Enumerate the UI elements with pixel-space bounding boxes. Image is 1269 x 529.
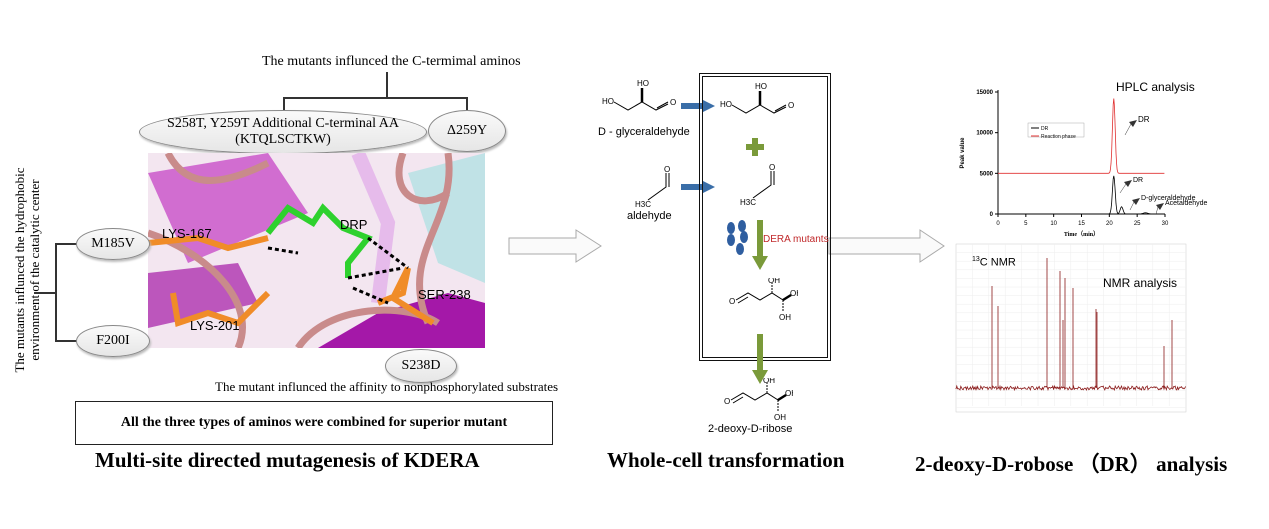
residue-label-lys167: LYS-167: [162, 226, 212, 241]
mutant-label: (KTQLSCTKW): [167, 132, 399, 148]
hydrophobic-caption: The mutants influnced the hydrophobic en…: [12, 135, 42, 405]
annotation-label: DR: [1133, 177, 1143, 184]
nmr-label-text: C NMR: [980, 257, 1016, 269]
deoxyribose-structure: O OH OH OH: [723, 378, 793, 423]
annotation-label: DR: [1138, 115, 1150, 124]
svg-text:OH: OH: [774, 413, 786, 422]
svg-text:HO: HO: [755, 83, 767, 91]
x-tick-label: 20: [1106, 221, 1113, 227]
bracket-line: [283, 97, 468, 99]
caption-line: The mutants influnced the hydrophobic: [12, 135, 27, 405]
nmr-label: 13C NMR: [972, 256, 1016, 269]
enzyme-label: DERA mutants: [763, 234, 829, 245]
annotation-leader: [1125, 124, 1131, 135]
svg-text:O: O: [788, 101, 794, 110]
caption-line: environment of the catalytic center: [27, 135, 42, 405]
c-terminal-caption: The mutants influnced the C-termimal ami…: [262, 54, 521, 70]
svg-text:O: O: [664, 165, 670, 174]
acetaldehyde-structure: O H3C: [630, 165, 680, 210]
nmr-label-superscript: 13: [972, 256, 980, 263]
x-tick-label: 5: [1024, 221, 1028, 227]
series-line-reaction-phase: [998, 99, 1164, 174]
flow-arrow-icon: [828, 228, 946, 264]
annotation-leader: [1130, 202, 1134, 210]
annotation-label: Acetaldehyde: [1165, 200, 1208, 207]
svg-text:O: O: [670, 98, 676, 107]
residue-label-lys201: LYS-201: [190, 318, 240, 333]
d-glyceraldehyde-structure: HO HO O: [600, 80, 680, 120]
y-tick-label: 15000: [976, 90, 993, 96]
section-title-mutagenesis: Multi-site directed mutagenesis of KDERA: [95, 448, 480, 473]
svg-text:HO: HO: [602, 97, 614, 106]
x-tick-label: 0: [996, 221, 1000, 227]
combined-mutant-box: All the three types of aminos were combi…: [75, 401, 553, 445]
svg-text:O: O: [724, 397, 730, 406]
flow-arrow-icon: [508, 228, 603, 264]
residue-label-ser238: SER-238: [418, 287, 471, 302]
y-tick-label: 5000: [980, 171, 994, 177]
mutant-ellipse-s238d: S238D: [385, 349, 457, 383]
y-tick-label: 10000: [976, 131, 993, 137]
svg-text:H3C: H3C: [635, 200, 651, 209]
svg-text:H3C: H3C: [740, 198, 756, 207]
svg-text:OH: OH: [779, 313, 791, 322]
x-tick-label: 15: [1078, 221, 1085, 227]
mutant-ellipse-f200i: F200I: [76, 325, 150, 357]
bracket-line: [55, 340, 77, 342]
legend-entry: DR: [1041, 126, 1049, 132]
ligand-label-drp: DRP: [340, 217, 367, 232]
bracket-line: [55, 243, 57, 341]
acetaldehyde-structure: O H3C: [735, 163, 785, 208]
arrow-down-green-icon: [752, 334, 768, 384]
nmr-title: NMR analysis: [1103, 276, 1177, 290]
annotation-arrow-icon: [1124, 180, 1132, 187]
plus-icon: [746, 138, 764, 156]
substrate-label-glyceraldehyde: D - glyceraldehyde: [598, 126, 690, 138]
mutant-ellipse-s258t-y259t: S258T, Y259T Additional C-terminal AA(KT…: [139, 110, 427, 154]
product-label: 2-deoxy-D-ribose: [708, 423, 792, 435]
svg-text:O: O: [769, 163, 775, 172]
svg-text:OH: OH: [763, 378, 775, 385]
mutant-ellipse-d259y: Δ259Y: [428, 110, 506, 152]
svg-text:HO: HO: [720, 100, 732, 109]
arrow-down-green-icon: [752, 220, 768, 270]
svg-text:OH: OH: [790, 289, 798, 298]
d-glyceraldehyde-structure: HO HO O: [718, 83, 798, 123]
y-axis-label: Peak value: [960, 137, 966, 169]
svg-text:OH: OH: [785, 389, 793, 398]
x-tick-label: 25: [1134, 221, 1141, 227]
section-title-analysis: 2-deoxy-D-robose （DR） analysis: [915, 448, 1227, 478]
bracket-line: [55, 243, 77, 245]
mutant-label: S258T, Y259T Additional C-terminal AA: [167, 116, 399, 132]
section-title-transformation: Whole-cell transformation: [607, 448, 844, 473]
bracket-line: [34, 292, 56, 294]
annotation-leader: [1120, 184, 1126, 193]
mutant-ellipse-m185v: M185V: [76, 228, 150, 260]
svg-text:OH: OH: [768, 278, 780, 285]
bracket-line: [386, 72, 388, 98]
x-tick-label: 10: [1050, 221, 1057, 227]
y-tick-label: 0: [990, 212, 994, 218]
hplc-chart: 0 5 10 15 20 25 30 0 5000 10000 15000Time（min） Peak…: [940, 70, 1269, 240]
substrate-label-aldehyde: aldehyde: [627, 210, 672, 222]
annotation-leader: [1156, 207, 1158, 214]
x-axis-label: Time（min）: [1064, 230, 1099, 238]
svg-text:O: O: [729, 297, 735, 306]
deoxyribose-structure: O OH OH OH: [728, 278, 798, 323]
affinity-caption: The mutant influnced the affinity to non…: [215, 379, 558, 395]
svg-text:HO: HO: [637, 80, 649, 88]
x-tick-label: 30: [1162, 221, 1169, 227]
